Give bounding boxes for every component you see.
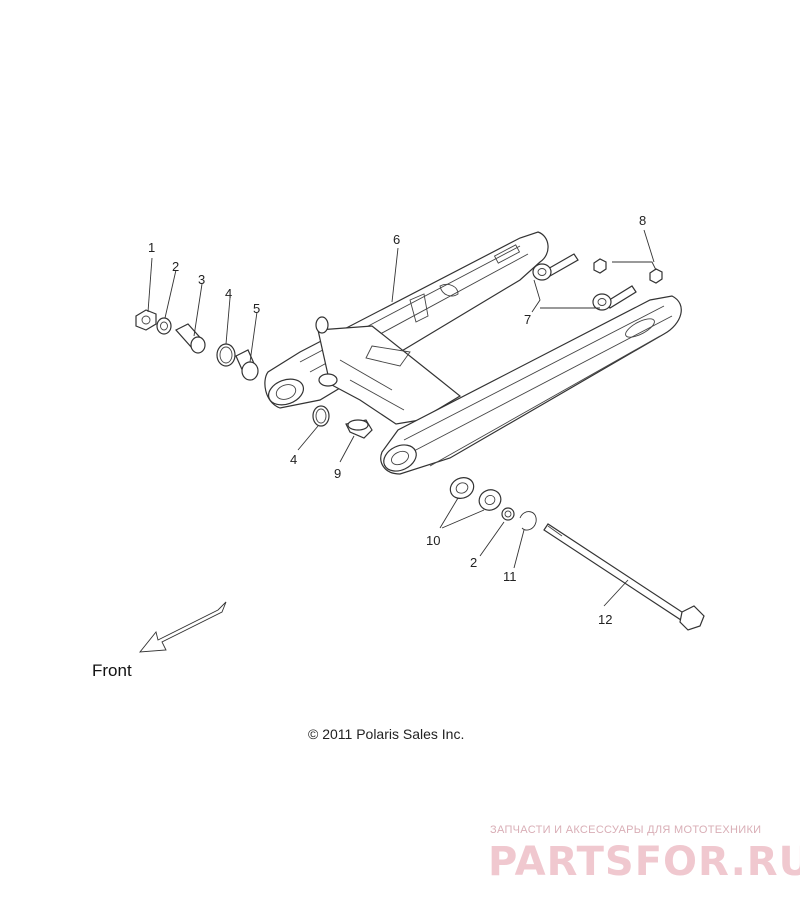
left-pivot-hardware (135, 309, 373, 439)
watermark: ЗАПЧАСТИ И АКСЕССУАРЫ ДЛЯ МОТОТЕХНИКИ PA… (488, 824, 800, 885)
shock-mount-hardware (532, 253, 663, 311)
callout-2a: 2 (172, 259, 179, 274)
leader-lines (147, 229, 657, 607)
copyright-text: © 2011 Polaris Sales Inc. (308, 726, 464, 742)
callout-12: 12 (598, 612, 612, 627)
callout-11: 11 (503, 569, 517, 584)
swingarm (264, 231, 682, 475)
callout-5: 5 (253, 301, 260, 316)
watermark-tagline: ЗАПЧАСТИ И АКСЕССУАРЫ ДЛЯ МОТОТЕХНИКИ (490, 824, 761, 836)
front-label: Front (92, 661, 132, 680)
right-pivot-hardware (449, 477, 705, 631)
callout-8: 8 (639, 213, 646, 228)
callout-6: 6 (393, 232, 400, 247)
callout-1: 1 (148, 240, 155, 255)
callout-9: 9 (334, 466, 341, 481)
callout-2b: 2 (470, 555, 477, 570)
callout-labels: 1 2 3 4 5 6 7 8 4 9 10 2 11 12 (148, 213, 646, 627)
watermark-logo: PARTSFOR.RU (488, 839, 800, 885)
callout-4a: 4 (225, 286, 232, 301)
callout-3: 3 (198, 272, 205, 287)
callout-10: 10 (426, 533, 440, 548)
front-arrow-icon (139, 601, 227, 653)
callout-4b: 4 (290, 452, 297, 467)
callout-7: 7 (524, 312, 531, 327)
